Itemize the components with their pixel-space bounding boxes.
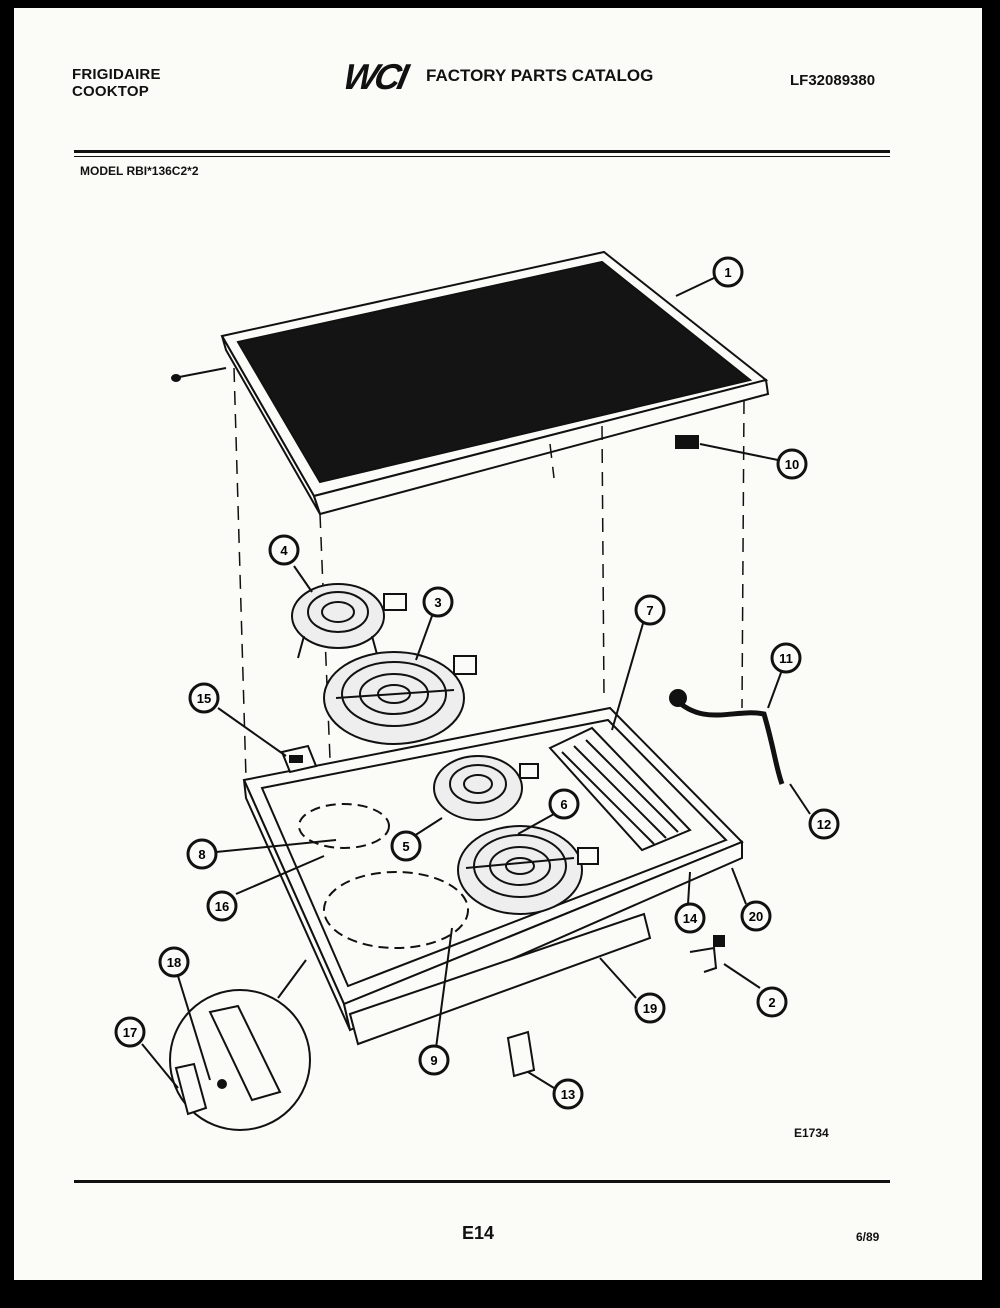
callout-8: 8 — [186, 838, 218, 870]
svg-text:9: 9 — [430, 1053, 437, 1068]
callout-19: 19 — [634, 992, 666, 1024]
svg-text:18: 18 — [167, 955, 181, 970]
detail-magnifier — [169, 959, 311, 1131]
page-number: E14 — [462, 1223, 495, 1243]
svg-text:17: 17 — [123, 1025, 137, 1040]
alignment-lines — [233, 367, 745, 809]
callout-11: 11 — [770, 642, 802, 674]
exploded-parts-diagram: 1 10 4 3 7 11 15 12 6 5 8 16 14 20 2 18 … — [114, 250, 840, 1131]
catalog-code: LF32089380 — [790, 72, 876, 89]
svg-text:16: 16 — [215, 899, 229, 914]
surface-element-large-rear — [323, 651, 477, 745]
callout-17: 17 — [114, 1016, 146, 1048]
callout-1: 1 — [712, 256, 744, 288]
surface-element-small-front — [433, 755, 539, 821]
callout-3: 3 — [422, 586, 454, 618]
svg-text:8: 8 — [198, 847, 205, 862]
cooktop-glass-part — [171, 250, 770, 516]
callout-18: 18 — [158, 946, 190, 978]
svg-text:6: 6 — [560, 797, 567, 812]
catalog-title: FACTORY PARTS CATALOG — [426, 66, 654, 85]
callout-16: 16 — [206, 890, 238, 922]
callout-13: 13 — [552, 1078, 584, 1110]
svg-text:5: 5 — [402, 839, 409, 854]
svg-text:13: 13 — [561, 1087, 575, 1102]
power-cord — [669, 689, 785, 785]
surface-element-large-front — [457, 825, 599, 915]
svg-text:1: 1 — [724, 265, 731, 280]
clip-part-10 — [675, 435, 699, 449]
callout-20: 20 — [740, 900, 772, 932]
callout-10: 10 — [776, 448, 808, 480]
catalog-page: FRIGIDAIRE COOKTOP WCI FACTORY PARTS CAT… — [14, 8, 982, 1280]
callout-leaders — [141, 277, 811, 1089]
footer-rule — [74, 1180, 890, 1183]
svg-text:4: 4 — [280, 543, 288, 558]
figure-id: E1734 — [794, 1126, 829, 1140]
svg-text:14: 14 — [683, 911, 698, 926]
svg-text:10: 10 — [785, 457, 799, 472]
model-number: MODEL RBI*136C2*2 — [80, 164, 199, 178]
surface-element-small-rear — [291, 583, 407, 659]
callout-2: 2 — [756, 986, 788, 1018]
callout-4: 4 — [268, 534, 300, 566]
svg-text:20: 20 — [749, 909, 763, 924]
svg-text:2: 2 — [768, 995, 775, 1010]
bracket-part-15 — [280, 744, 318, 774]
svg-text:15: 15 — [197, 691, 211, 706]
callout-12: 12 — [808, 808, 840, 840]
callout-6: 6 — [548, 788, 580, 820]
callout-labels: 1 10 4 3 7 11 15 12 6 5 8 16 14 20 2 18 … — [114, 256, 840, 1110]
support-part-19 — [348, 912, 652, 1046]
header-rule-thin — [74, 156, 890, 157]
svg-text:7: 7 — [646, 603, 653, 618]
callout-14: 14 — [674, 902, 706, 934]
brand-name: FRIGIDAIRE — [72, 66, 161, 83]
callout-9: 9 — [418, 1044, 450, 1076]
brand-label: FRIGIDAIRE COOKTOP — [72, 66, 161, 100]
block-part-13 — [506, 1030, 536, 1078]
svg-text:3: 3 — [434, 595, 441, 610]
callout-5: 5 — [390, 830, 422, 862]
svg-text:11: 11 — [779, 651, 793, 666]
svg-text:12: 12 — [817, 817, 831, 832]
terminal-block — [548, 726, 692, 852]
bracket-part-2 — [689, 935, 725, 973]
header-rule-thick — [74, 150, 890, 153]
product-type: COOKTOP — [72, 83, 149, 100]
callout-15: 15 — [188, 682, 220, 714]
svg-text:19: 19 — [643, 1001, 657, 1016]
catalog-date: 6/89 — [856, 1230, 880, 1244]
callout-7: 7 — [634, 594, 666, 626]
